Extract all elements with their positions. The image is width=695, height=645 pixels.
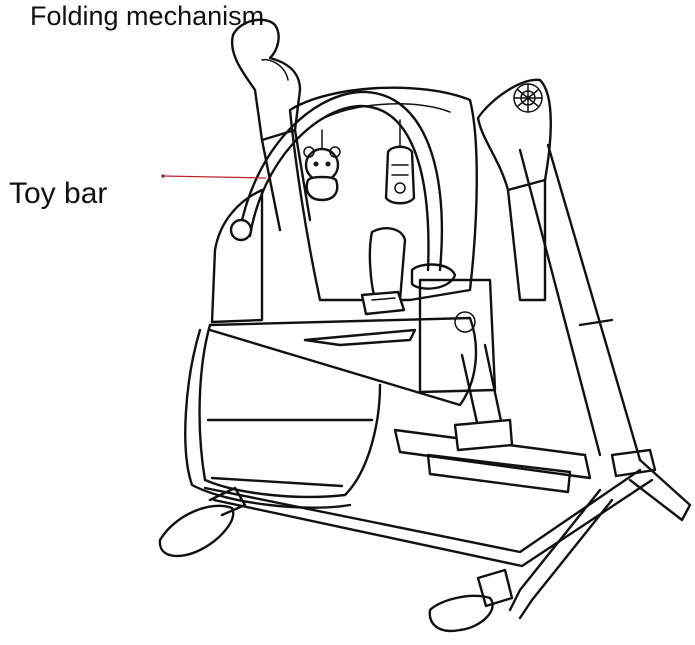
toy-bar-label: Toy bar xyxy=(9,177,108,210)
seat-backrest xyxy=(288,86,478,316)
bear-toy-icon xyxy=(303,129,341,202)
toy-bar xyxy=(229,90,444,272)
base-frame xyxy=(158,143,692,633)
seat-body xyxy=(184,188,497,509)
folding-mechanism-label: Folding mechanism xyxy=(30,1,265,31)
rear-post-right xyxy=(476,78,552,302)
toy-bar-pointer xyxy=(161,174,267,179)
folding-mechanism-handle xyxy=(230,18,312,232)
rattle-toy-icon xyxy=(384,119,416,205)
